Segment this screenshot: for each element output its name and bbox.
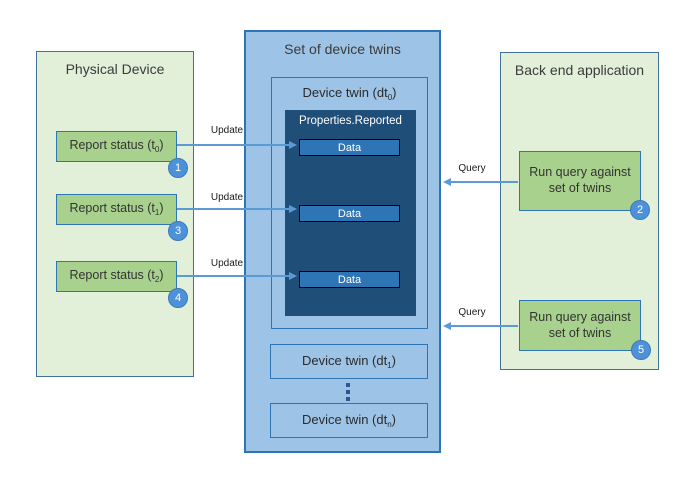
ellipsis-dot [346,397,350,401]
query-arrow-label-2: Query [458,307,486,318]
device-twin-dtn-box: Device twin (dtn) [270,403,428,438]
update-arrow-label-1: Update [210,125,244,136]
update-arrow-3 [177,275,289,277]
update-arrowhead-2 [289,205,297,213]
step-badge-4: 4 [168,288,188,308]
set-of-device-twins-title: Set of device twins [284,41,401,57]
query-arrow-1 [451,181,518,183]
properties-reported-title: Properties.Reported [299,115,402,127]
query-arrow-2 [451,325,518,327]
run-query-box-2: Run query against set of twins [519,300,641,351]
step-badge-1: 1 [168,158,188,178]
report-status-t2-label: Report status (t2) [69,268,164,284]
update-arrow-label-2: Update [210,192,244,203]
data-box-1: Data [299,139,400,156]
device-twin-dt0-box: Device twin (dt0) Properties.Reported Da… [271,77,428,329]
report-status-t2-box: Report status (t2) [56,261,177,292]
physical-device-panel: Physical Device Report status (t0) 1 Rep… [36,51,194,377]
run-query-1-line2: set of twins [548,181,612,195]
step-badge-5: 5 [631,340,651,360]
report-status-t1-label: Report status (t1) [69,201,164,217]
report-status-t0-box: Report status (t0) [56,131,177,162]
device-twin-dt1-box: Device twin (dt1) [270,344,428,379]
update-arrowhead-3 [289,272,297,280]
query-arrowhead-2 [443,322,451,330]
back-end-application-panel: Back end application Run query against s… [500,52,659,370]
step-badge-2: 2 [630,200,650,220]
properties-reported-box: Properties.Reported Data Data Data [285,110,416,316]
ellipsis-dot [346,383,350,387]
step-badge-3: 3 [168,221,188,241]
device-twin-dt0-title: Device twin (dt0) [302,85,397,102]
back-end-application-title: Back end application [514,62,645,78]
query-arrowhead-1 [443,178,451,186]
update-arrow-1 [177,144,289,146]
query-arrow-label-1: Query [458,163,486,174]
device-twin-dt1-title: Device twin (dt1) [301,353,397,370]
run-query-2-line2: set of twins [548,325,612,340]
run-query-box-1: Run query against set of twins [519,151,641,211]
data-box-2: Data [299,205,400,222]
report-status-t0-label: Report status (t0) [69,138,164,154]
ellipsis-dot [346,390,350,394]
update-arrow-2 [177,208,289,210]
run-query-1-line1: Run query against [529,165,631,180]
report-status-t1-box: Report status (t1) [56,194,177,225]
update-arrow-label-3: Update [210,258,244,269]
data-box-3: Data [299,271,400,288]
device-twin-dtn-title: Device twin (dtn) [301,412,397,429]
set-of-device-twins-panel: Set of device twins Device twin (dt0) Pr… [244,30,441,453]
run-query-2-line1: Run query against [529,309,631,324]
update-arrowhead-1 [289,141,297,149]
physical-device-title: Physical Device [65,61,165,77]
